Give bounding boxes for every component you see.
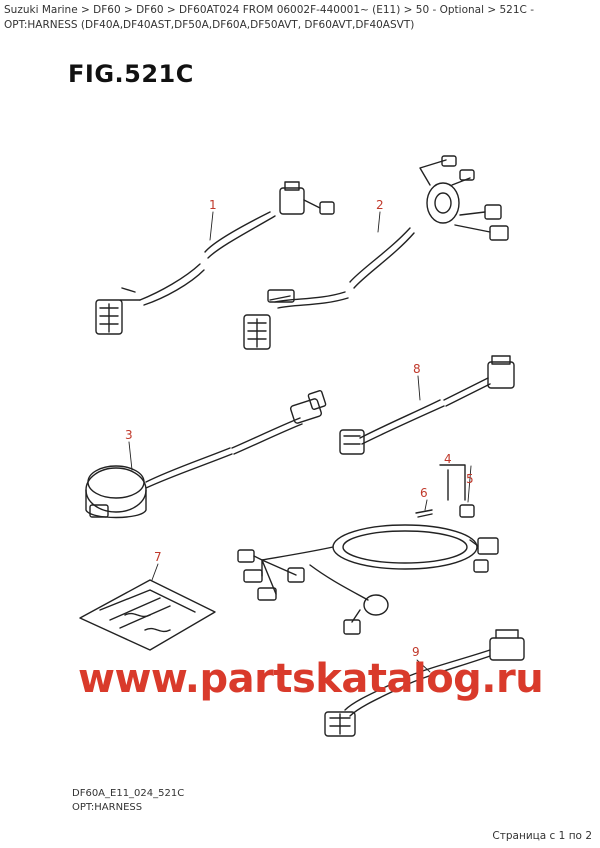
- footer-code: DF60A_E11_024_521C: [72, 788, 185, 799]
- callout-9[interactable]: 9: [412, 645, 420, 659]
- breadcrumb[interactable]: Suzuki Marine > DF60 > DF60 > DF60AT024 …: [4, 4, 534, 31]
- callout-5[interactable]: 5: [466, 472, 474, 486]
- part-2-harness: [243, 155, 509, 350]
- callout-6[interactable]: 6: [420, 486, 428, 500]
- figure-title: FIG.521C: [68, 60, 194, 88]
- callout-1[interactable]: 1: [209, 198, 217, 212]
- callout-3[interactable]: 3: [125, 428, 133, 442]
- footer-label: OPT:HARNESS: [72, 802, 143, 813]
- part-4-harness: [237, 524, 499, 635]
- callout-8[interactable]: 8: [413, 362, 421, 376]
- part-9-harness: [324, 629, 525, 737]
- part-8-harness: [339, 355, 515, 455]
- callout-2[interactable]: 2: [376, 198, 384, 212]
- page-counter: Страница с 1 по 2: [492, 830, 592, 842]
- part-1-harness: [95, 181, 335, 335]
- part-3-buzzer: [85, 390, 327, 519]
- part-7-bag: [79, 579, 216, 651]
- callout-4[interactable]: 4: [444, 452, 452, 466]
- callout-7[interactable]: 7: [154, 550, 162, 564]
- parts-5-6: [415, 464, 475, 518]
- watermark: www.partskatalog.ru: [78, 656, 544, 702]
